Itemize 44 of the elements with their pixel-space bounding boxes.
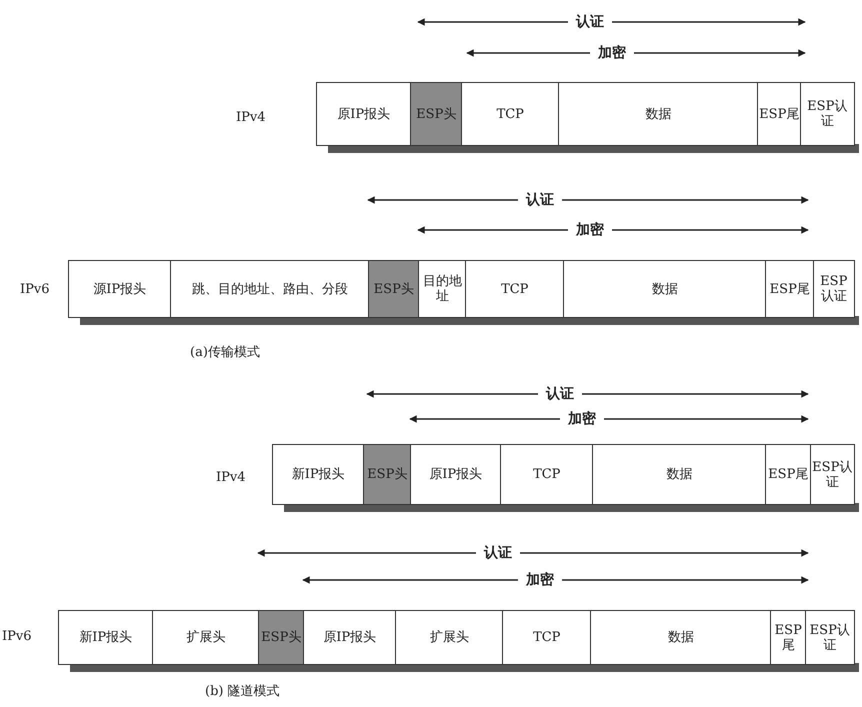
field-box: 原IP报头	[410, 444, 502, 505]
field-box: 数据	[590, 610, 772, 665]
field-box: ESP尾	[770, 610, 806, 665]
field-box: TCP	[461, 82, 560, 146]
field-box: ESP尾	[765, 444, 812, 505]
field-box: TCP	[500, 444, 594, 505]
shaded-field-box: ESP头	[410, 82, 462, 146]
field-box: 新IP报头	[272, 444, 364, 505]
field-box: ESP认证	[810, 444, 854, 505]
field-box: 原IP报头	[316, 82, 412, 146]
range-label: 认证	[538, 385, 582, 403]
field-box: 目的地址	[418, 260, 466, 318]
field-box: TCP	[502, 610, 592, 665]
field-box: 源IP报头	[68, 260, 172, 318]
field-box: 新IP报头	[58, 610, 154, 665]
field-box: ESP认证	[800, 82, 854, 146]
field-box: 原IP报头	[303, 610, 396, 665]
shaded-field-box: ESP头	[258, 610, 304, 665]
field-box: 数据	[558, 82, 758, 146]
row-label: IPv4	[216, 470, 246, 485]
range-label: 加密	[518, 571, 562, 589]
range-label: 认证	[518, 191, 562, 209]
field-box: 数据	[592, 444, 766, 505]
figure-caption: (b) 隧道模式	[205, 683, 280, 700]
figure-caption: (a)传输模式	[190, 344, 260, 361]
shaded-field-box: ESP头	[368, 260, 420, 318]
range-label: 加密	[560, 410, 604, 428]
shaded-field-box: ESP头	[363, 444, 412, 505]
row-label: IPv4	[236, 110, 266, 125]
range-label: 加密	[590, 44, 634, 62]
field-box: 扩展头	[152, 610, 260, 665]
field-box: TCP	[465, 260, 564, 318]
field-box: 数据	[563, 260, 766, 318]
range-label: 加密	[568, 221, 612, 239]
field-box: 跳、目的地址、路由、分段	[170, 260, 370, 318]
range-label: 认证	[568, 13, 612, 31]
field-box: ESP认证	[813, 260, 854, 318]
field-box: ESP尾	[765, 260, 814, 318]
field-box: ESP认证	[805, 610, 854, 665]
field-box: ESP尾	[757, 82, 802, 146]
row-label: IPv6	[20, 282, 50, 297]
field-box: 扩展头	[395, 610, 504, 665]
range-label: 认证	[476, 544, 520, 562]
row-label: IPv6	[2, 629, 32, 644]
